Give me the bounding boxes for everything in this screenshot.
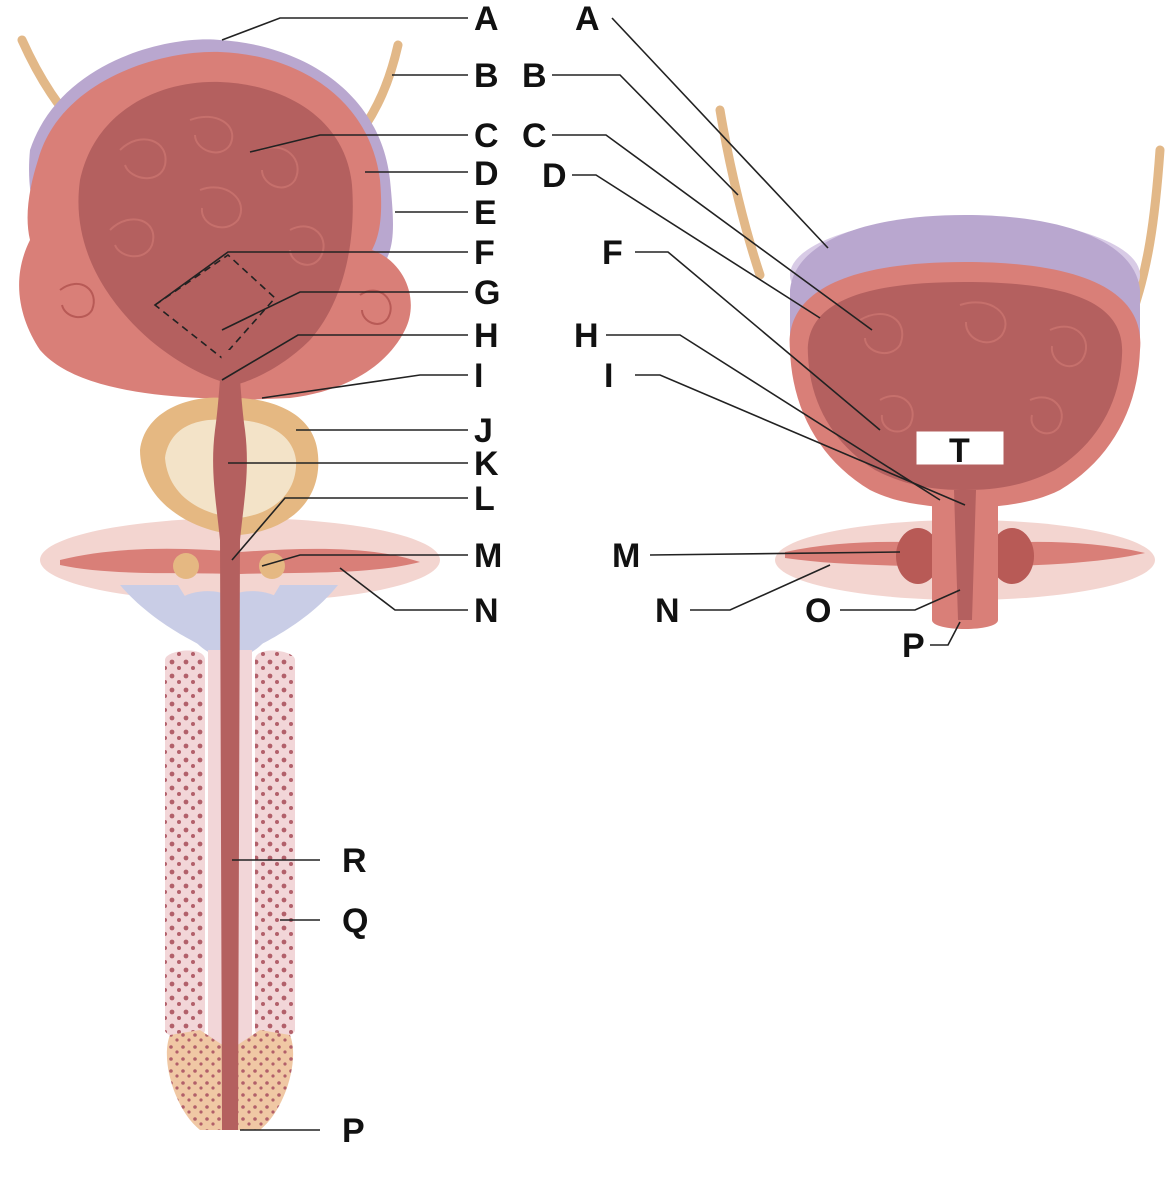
ruga	[959, 301, 1007, 344]
male-bulbourethral-gland-right	[259, 553, 285, 579]
leader-female-F	[635, 251, 881, 431]
label-female-H: H	[574, 317, 599, 355]
ruga	[1029, 396, 1063, 435]
female-rugae	[859, 301, 1088, 435]
leader-male-C	[249, 134, 468, 153]
label-male-E: E	[474, 194, 497, 232]
leader-male-L	[231, 497, 468, 561]
male-bladder-lumen	[78, 81, 353, 385]
female-bladder-illustration	[715, 105, 1165, 629]
leader-female-H	[606, 334, 941, 501]
leader-male-F	[154, 251, 468, 306]
label-male-D: D	[474, 155, 499, 193]
male-urogenital-diaphragm	[60, 548, 420, 574]
female-sphincter-left	[896, 528, 940, 584]
ruga	[189, 115, 234, 154]
leader-male-M	[261, 554, 468, 567]
label-male-M: M	[474, 537, 502, 575]
label-male-R: R	[342, 842, 367, 880]
ruga	[119, 138, 167, 180]
label-male-B: B	[474, 57, 499, 95]
male-bladder-illustration	[17, 35, 440, 1130]
male-corpus-cavernosum-left	[165, 650, 205, 1038]
leader-male-I	[261, 374, 468, 399]
male-corpus-cavernosum-right	[255, 650, 295, 1038]
label-male-Q: Q	[342, 902, 368, 940]
label-male-I: I	[474, 357, 483, 395]
male-urethra	[213, 350, 247, 1130]
label-male-G: G	[474, 274, 500, 312]
leader-female-O	[840, 589, 961, 611]
label-male-F: F	[474, 234, 495, 272]
label-male-C: C	[474, 117, 499, 155]
leader-female-C	[552, 134, 873, 331]
label-female-N: N	[655, 592, 680, 630]
ruga	[859, 313, 904, 355]
label-female-M: M	[612, 537, 640, 575]
label-female-B: B	[522, 57, 547, 95]
label-female-A: A	[575, 0, 600, 38]
ruga	[59, 283, 95, 319]
ruga	[879, 395, 914, 433]
label-female-I: I	[604, 357, 613, 395]
leader-male-N	[339, 567, 468, 611]
label-male-N: N	[474, 592, 499, 630]
label-male-P: P	[342, 1112, 365, 1150]
ruga	[109, 218, 155, 258]
female-labels: A B C D F H I M N O P T	[522, 0, 970, 665]
leader-female-A	[611, 17, 829, 249]
leader-female-P	[930, 621, 961, 646]
leader-female-M	[649, 551, 901, 556]
leader-female-B	[552, 74, 739, 196]
label-female-C: C	[522, 117, 547, 155]
female-urethra	[954, 490, 976, 620]
label-box-T	[916, 431, 1004, 465]
label-male-K: K	[474, 445, 499, 483]
male-bulbourethral-gland-left	[173, 553, 199, 579]
label-female-T: T	[949, 432, 970, 470]
ruga	[289, 225, 325, 266]
ruga	[259, 146, 299, 189]
label-male-H: H	[474, 317, 499, 355]
ruga	[1049, 325, 1088, 367]
label-male-L: L	[474, 480, 495, 518]
label-female-D: D	[542, 157, 567, 195]
leader-female-I	[635, 374, 966, 506]
leader-female-D	[572, 174, 821, 319]
leader-female-N	[690, 564, 831, 611]
ruga	[359, 289, 392, 325]
female-sphincter-right	[990, 528, 1034, 584]
label-female-O: O	[805, 592, 831, 630]
label-male-J: J	[474, 412, 493, 450]
male-rugae	[59, 115, 392, 325]
leader-male-H	[221, 334, 468, 381]
female-bladder-lumen	[807, 282, 1123, 490]
leader-male-G	[221, 291, 468, 331]
ruga	[199, 186, 243, 229]
leader-lines	[154, 17, 966, 1131]
male-labels: A B C D E F G H I J K L M N R Q P	[342, 0, 502, 1150]
female-ureter-left	[715, 105, 765, 280]
label-male-A: A	[474, 0, 499, 38]
leader-male-A	[221, 17, 468, 41]
label-female-F: F	[602, 234, 623, 272]
label-female-P: P	[902, 627, 925, 665]
